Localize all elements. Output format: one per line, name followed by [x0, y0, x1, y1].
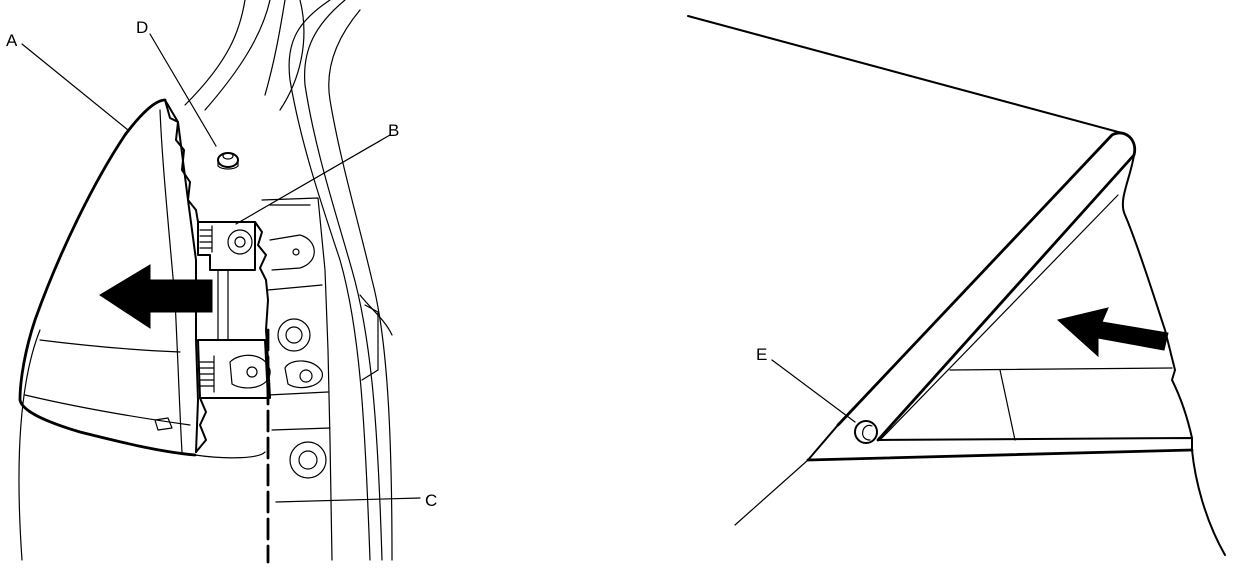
callout-c: C [425, 491, 437, 510]
panel-hole-upper [277, 318, 311, 352]
panel-hole-upper-inner [285, 326, 303, 344]
clip-lower [197, 339, 271, 399]
panel-hole-small-lower [299, 369, 313, 383]
roof-line [687, 15, 1123, 134]
body-pillar-lines [18, 0, 393, 561]
pillar-panel [261, 197, 333, 561]
panel-hole-small-upper [292, 248, 300, 256]
callout-e: E [756, 345, 767, 364]
callout-d: D [136, 18, 148, 37]
right-view: E [687, 15, 1226, 556]
quarter-panel-lines [879, 194, 1173, 441]
leader-lines-left [21, 33, 421, 503]
panel-hole-lower [289, 441, 327, 479]
body-edge-right [1121, 154, 1226, 556]
callout-a: A [6, 31, 18, 50]
left-view: A D B C [6, 0, 437, 564]
trim-panel-a [18, 98, 199, 457]
leader-line-e [771, 359, 856, 423]
removal-arrow-right [1056, 307, 1169, 358]
clip-e [854, 420, 878, 444]
clip-d [217, 152, 239, 170]
panel-hole-lower-inner [298, 450, 318, 470]
callout-b: B [388, 121, 399, 140]
removal-arrow-left [99, 264, 213, 329]
